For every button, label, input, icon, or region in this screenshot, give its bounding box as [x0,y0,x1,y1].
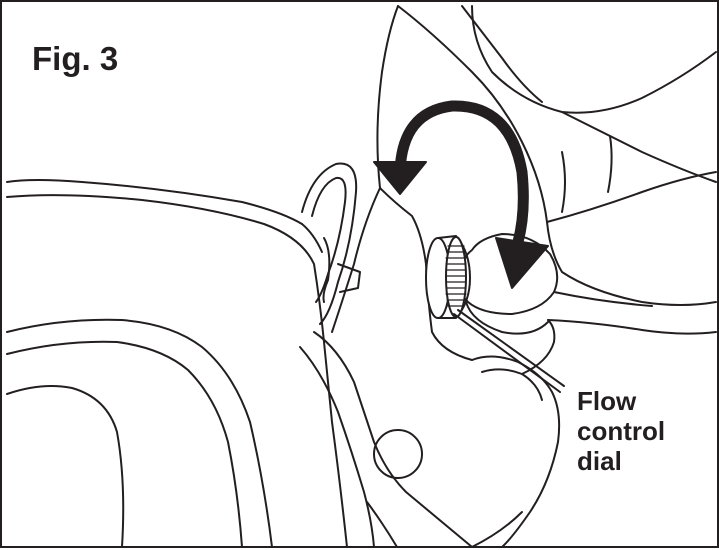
handle-body [6,179,348,548]
hanging-loop [301,162,361,325]
callout-line-2: control [577,416,666,446]
hand [376,5,717,335]
grip-housing [299,187,523,548]
callout-line-3: dial [577,446,622,476]
flow-control-dial-label: Flow control dial [577,386,665,476]
curved-double-arrow-icon [373,100,549,289]
trigger-front [471,319,561,548]
figure-title: Fig. 3 [32,40,119,77]
knurled-dial-icon [425,235,471,319]
callout-leader [453,309,565,393]
callout-line-1: Flow [577,386,637,416]
